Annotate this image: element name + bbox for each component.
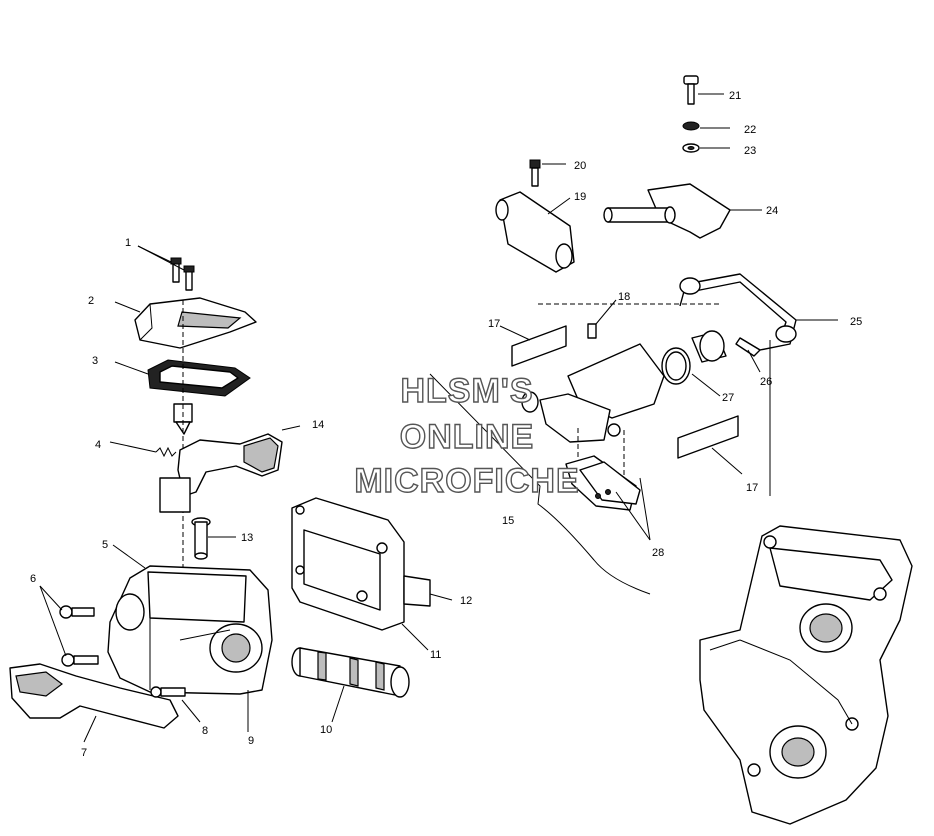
callout-14: 14 [312,419,324,431]
callout-5: 5 [102,539,108,551]
engine-case [699,525,913,825]
callout-8: 8 [202,725,208,737]
part-17-shim-lower [677,415,743,475]
callout-12: 12 [460,595,472,607]
part-3-gasket [114,359,251,397]
callout-1: 1 [125,237,131,249]
part-18-bleeder [587,299,617,339]
part-20-bolt [529,159,566,187]
part-21-bolt [683,75,724,105]
caliper-body [521,303,720,490]
part-26-tube [735,337,761,373]
callout-18: 18 [618,291,630,303]
callout-21: 21 [729,90,741,102]
callout-17-upper: 17 [488,318,500,330]
callout-10: 10 [320,724,332,736]
part-6-screws [39,585,99,667]
callout-28: 28 [652,547,664,559]
callout-7: 7 [81,747,87,759]
part-11-cover-plate [291,497,429,651]
part-14-throttle-lever [159,425,301,513]
callout-19: 19 [574,191,586,203]
part-27-seals [661,330,727,397]
part-13-pin [191,517,236,560]
callout-24: 24 [766,205,778,217]
callout-13: 13 [241,532,253,544]
callout-26: 26 [760,376,772,388]
part-10-bar-insert [291,647,410,723]
part-19-fitting [495,191,575,273]
callout-22: 22 [744,124,756,136]
part-7-brake-lever [9,663,179,743]
part-2-top-cover [114,297,257,349]
part-28-brake-pads [565,455,651,541]
callout-25: 25 [850,316,862,328]
part-8-screw [150,686,201,723]
part-17-shim-upper [499,325,567,367]
callout-15: 15 [502,515,514,527]
callout-3: 3 [92,355,98,367]
callout-2: 2 [88,295,94,307]
callout-17-lower: 17 [746,482,758,494]
part-23-washer [682,143,730,153]
callout-11: 11 [430,649,441,661]
part-5-housing [107,544,273,695]
part-1-screws [137,245,195,291]
callout-6: 6 [30,573,36,585]
part-25-frame-bracket [679,273,838,351]
callout-27: 27 [722,392,734,404]
callout-23: 23 [744,145,756,157]
callout-9: 9 [248,735,254,747]
part-4-spring [109,441,177,458]
callout-20: 20 [574,160,586,172]
callout-4: 4 [95,439,101,451]
part-12-tab [403,575,453,607]
part-24-bracket [603,183,762,239]
part-22-washer [682,121,730,131]
